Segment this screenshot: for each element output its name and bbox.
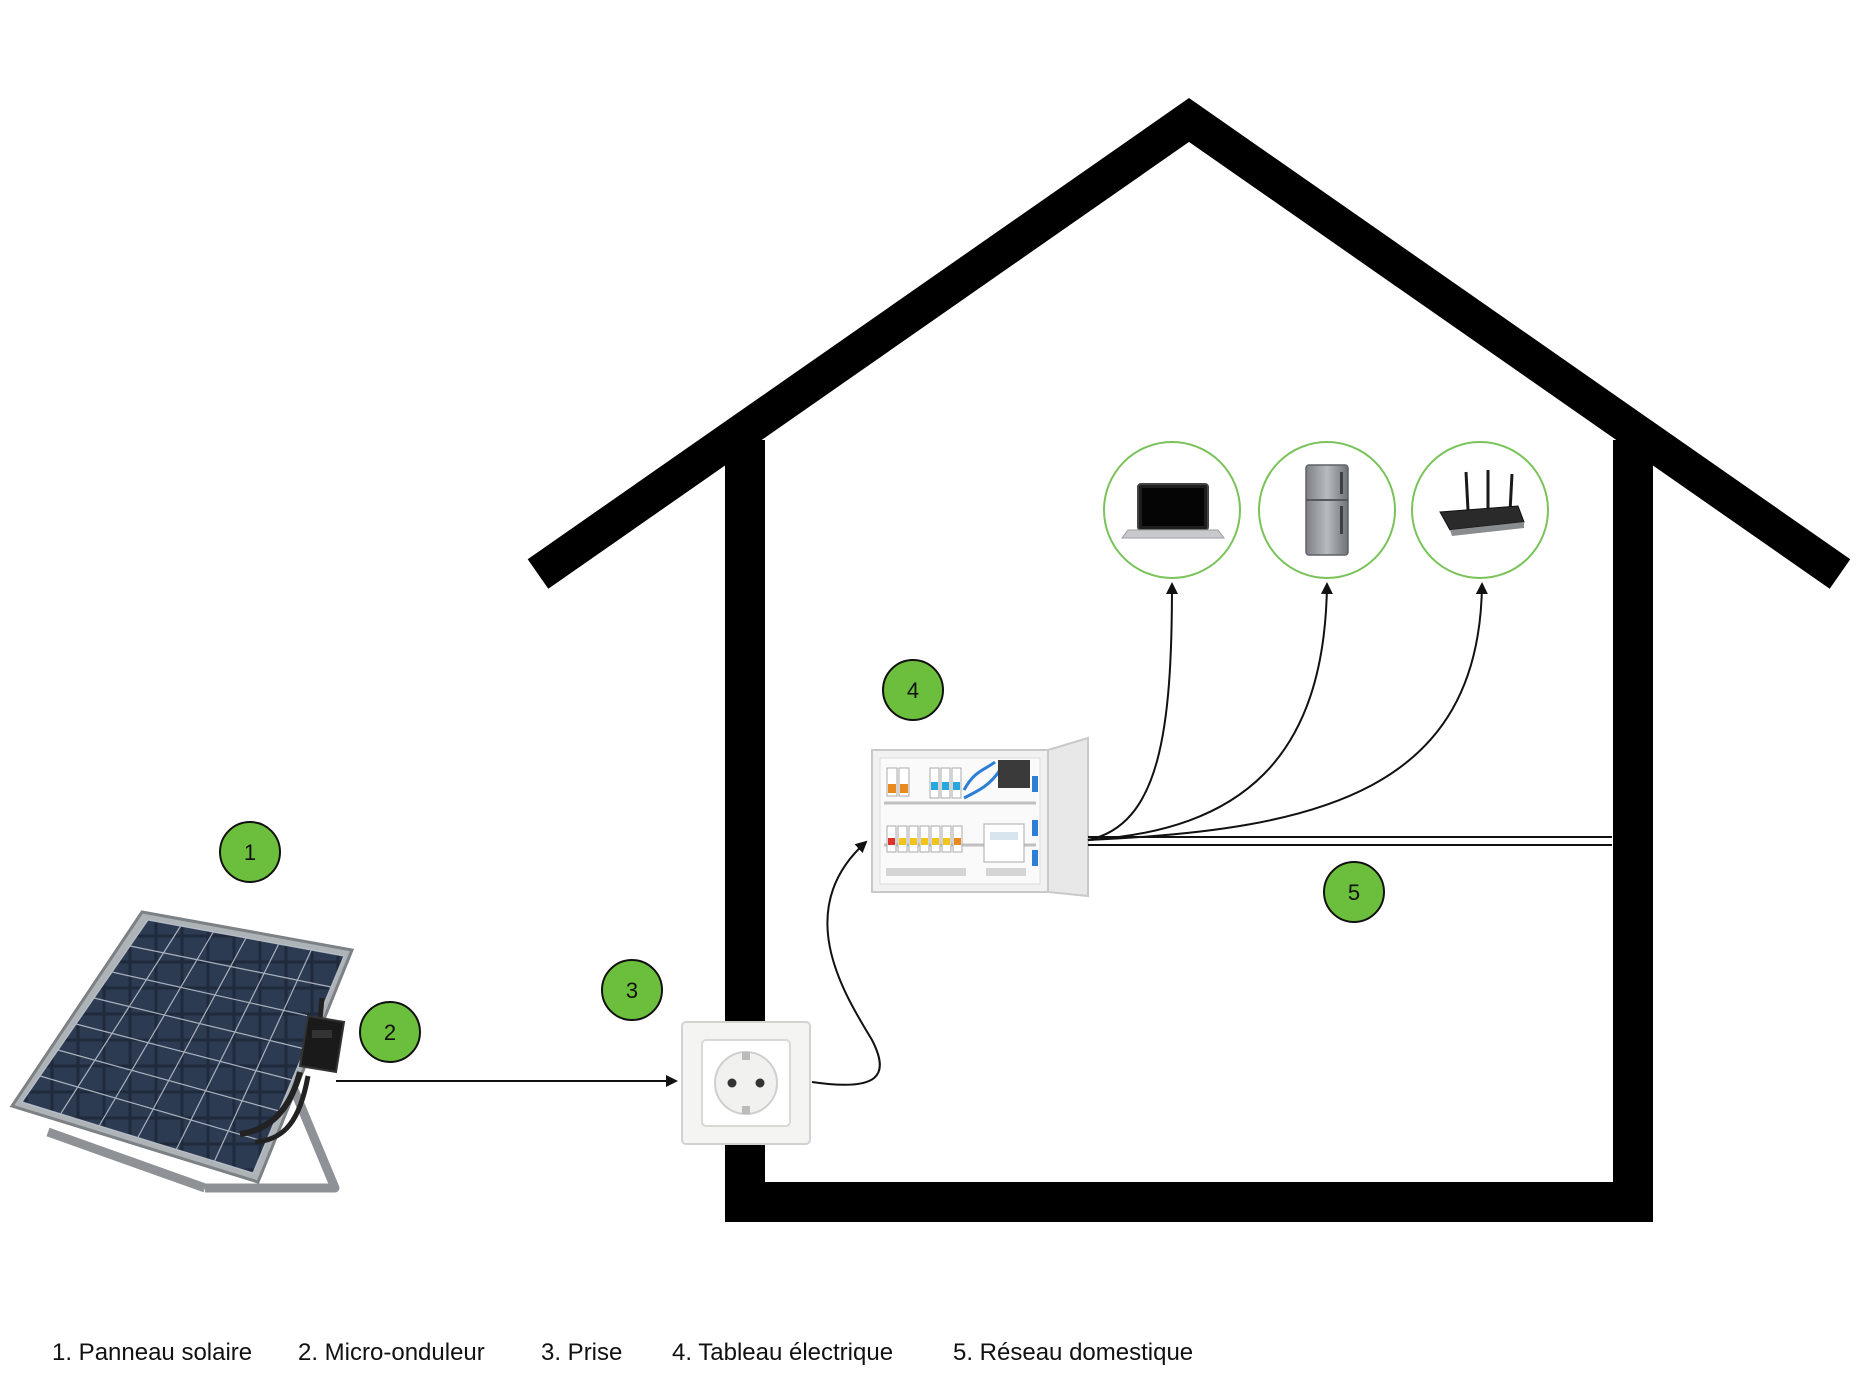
legend-item-outlet: 3. Prise (541, 1339, 622, 1366)
electrical-panel (871, 736, 1089, 898)
badge-label: 2 (384, 1020, 396, 1045)
badge-label: 3 (626, 978, 638, 1003)
badge-label: 5 (1348, 880, 1360, 905)
refrigerator-icon (1305, 464, 1349, 556)
laptop-icon (1121, 483, 1225, 539)
badge-4: 4 (882, 659, 944, 721)
house-roof (527, 98, 1851, 589)
badge-1: 1 (219, 821, 281, 883)
appliance-refrigerator (1258, 441, 1396, 579)
legend: 1. Panneau solaire 2. Micro-onduleur 3. … (52, 1339, 1193, 1366)
connections (336, 582, 1612, 1087)
router-icon (1439, 470, 1525, 536)
legend-item-solar-panel: 1. Panneau solaire (52, 1339, 252, 1366)
wire-panel-to-refrigerator (1087, 582, 1333, 841)
wire-outlet-to-panel (811, 840, 881, 1086)
appliance-laptop (1103, 441, 1241, 579)
house-walls (725, 440, 1653, 1222)
wire-panel-to-laptop (1087, 582, 1178, 841)
legend-item-micro-inverter: 2. Micro-onduleur (298, 1339, 485, 1366)
house-outline (527, 98, 1851, 1222)
badge-2: 2 (359, 1001, 421, 1063)
badge-label: 1 (244, 840, 256, 865)
legend-item-home-network: 5. Réseau domestique (953, 1339, 1193, 1366)
micro-inverter (239, 997, 346, 1145)
wire-panel-to-router (1087, 582, 1488, 841)
badge-3: 3 (601, 959, 663, 1021)
badge-5: 5 (1323, 861, 1385, 923)
appliance-router (1411, 441, 1549, 579)
legend-item-electrical-panel: 4. Tableau électrique (672, 1339, 893, 1366)
badge-label: 4 (907, 678, 919, 703)
solar-panel (9, 910, 355, 1193)
power-outlet (681, 1021, 811, 1145)
